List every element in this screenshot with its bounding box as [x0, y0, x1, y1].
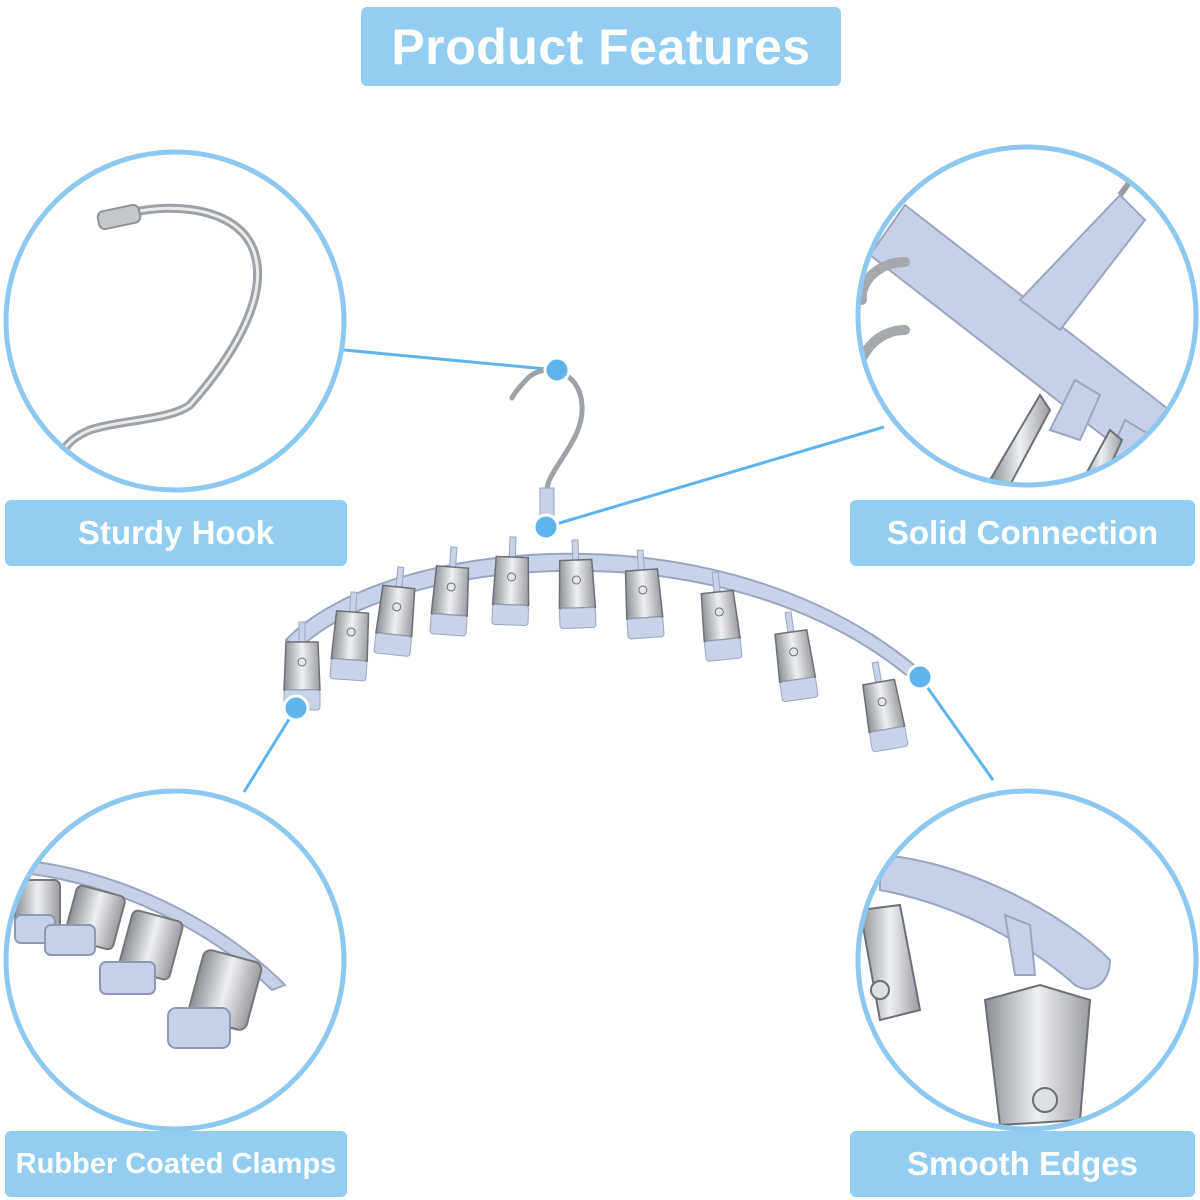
- hanger-clip: [558, 539, 597, 629]
- feature-label-smooth-edges: Smooth Edges: [850, 1131, 1195, 1197]
- hanger-clip: [774, 611, 819, 703]
- feature-label-solid-connection: Solid Connection: [850, 500, 1195, 566]
- page-title: Product Features: [361, 7, 841, 86]
- connection-detail-circle: [855, 144, 1199, 488]
- feature-label-sturdy-hook: Sturdy Hook: [5, 500, 347, 566]
- hanger-clip: [491, 536, 530, 626]
- hanger-clip: [329, 591, 370, 682]
- hanger-illustration: [283, 367, 922, 753]
- clamps-detail-circle: [3, 788, 347, 1132]
- hanger-clip: [429, 546, 470, 637]
- hanger-clip: [373, 566, 416, 657]
- edges-detail-circle: [855, 788, 1199, 1132]
- feature-label-rubber-coated-clamps: Rubber Coated Clamps: [5, 1131, 347, 1197]
- hanger-clip: [624, 549, 665, 640]
- hanger-clip: [700, 571, 743, 662]
- hanger-clip: [862, 661, 909, 753]
- hook-detail-circle: [3, 149, 347, 493]
- connector-lines: [242, 348, 995, 793]
- connector-dots: [282, 356, 934, 722]
